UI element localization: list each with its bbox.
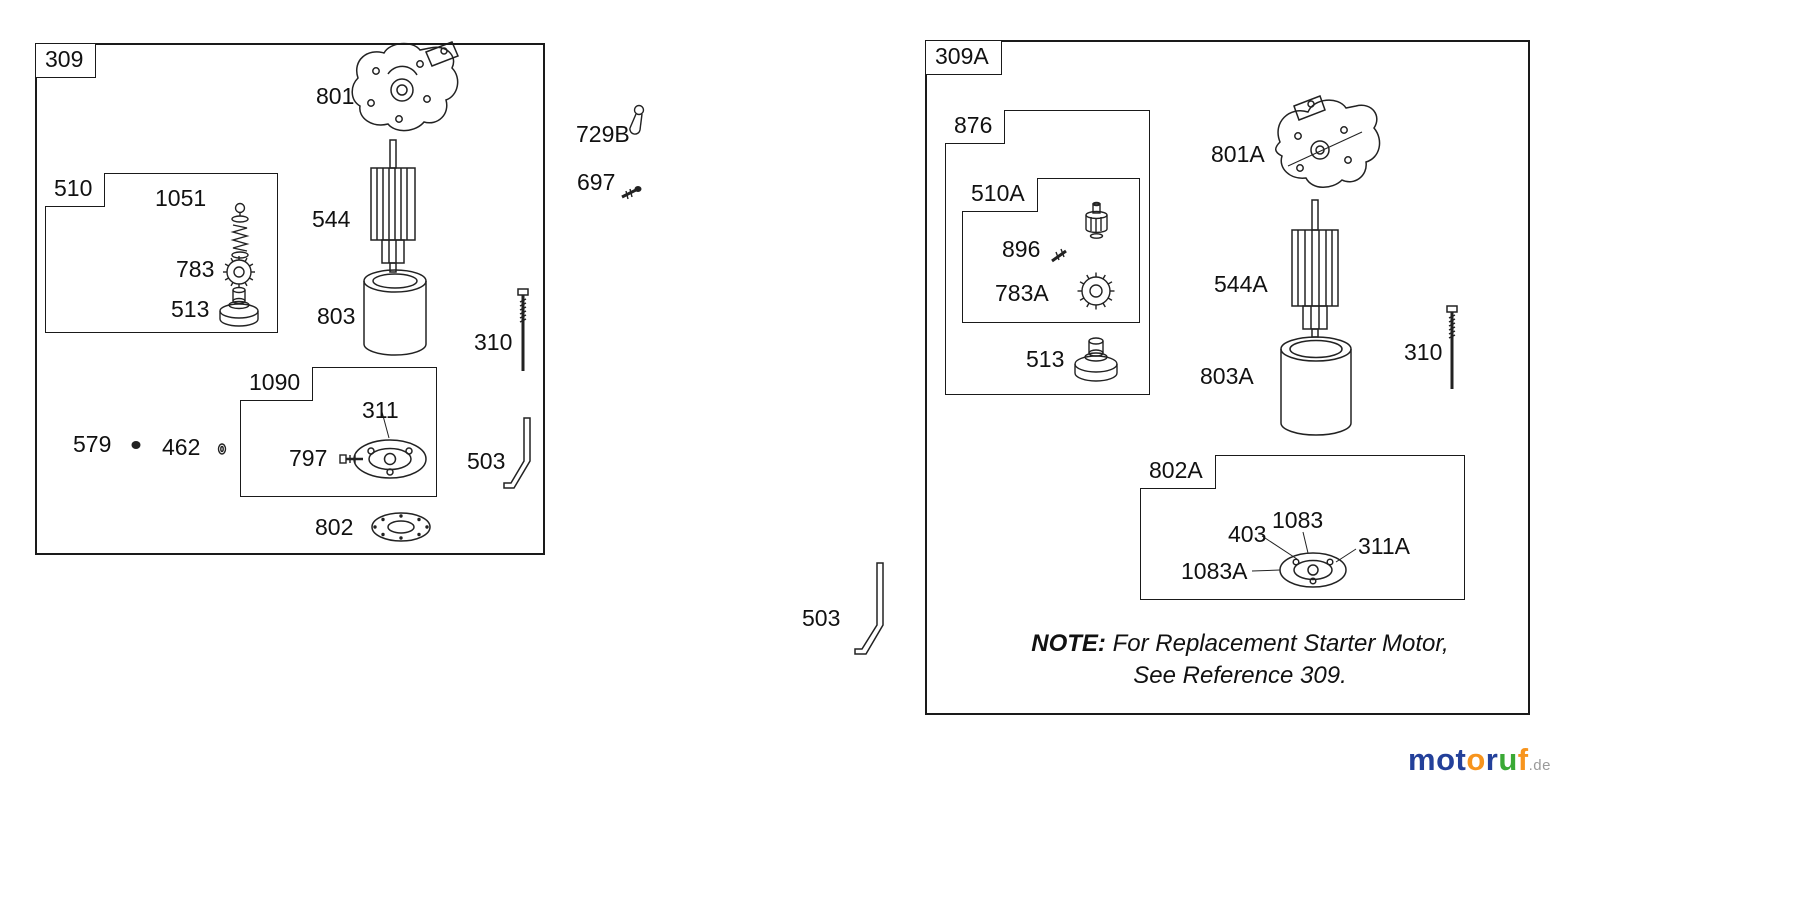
logo-letter: o <box>1466 742 1486 777</box>
part-label-503-left: 503 <box>467 448 506 474</box>
part-label-544A: 544A <box>1214 271 1268 297</box>
part-label-310-left: 310 <box>474 329 513 355</box>
bracket-801A-drawing <box>1275 95 1381 188</box>
logo-letter: u <box>1498 742 1518 777</box>
ref-tab-802A: 802A <box>1140 455 1216 490</box>
screw-797-drawing <box>339 454 363 464</box>
ref-tab-309A: 309A <box>926 41 1002 76</box>
bolt-310-right-drawing <box>1446 305 1458 389</box>
screw-697-drawing <box>621 186 642 200</box>
part-label-803A: 803A <box>1200 363 1254 389</box>
clip-729B-drawing <box>629 104 645 135</box>
ball-579-drawing <box>131 441 141 449</box>
gear-783A-drawing <box>1077 272 1115 310</box>
ref-tab-510: 510 <box>45 173 106 208</box>
part-label-544: 544 <box>312 206 351 232</box>
part-label-801: 801 <box>316 83 355 109</box>
end-plate-802-drawing <box>371 512 431 542</box>
part-label-896: 896 <box>1002 236 1041 262</box>
pinion-876-drawing <box>1085 201 1108 239</box>
ref-tab-309: 309 <box>36 44 97 79</box>
ref-label-1090: 1090 <box>249 369 301 395</box>
part-label-1083A: 1083A <box>1181 558 1248 584</box>
group-box-1090: 1090 <box>240 367 437 497</box>
bracket-503-middle-drawing <box>854 562 884 655</box>
part-label-462: 462 <box>162 434 201 460</box>
note-line1: For Replacement Starter Motor, <box>1112 630 1449 657</box>
note-label: NOTE: <box>1031 630 1106 657</box>
motoruf-logo: motoruf.de <box>1408 742 1551 778</box>
part-label-803: 803 <box>317 303 356 329</box>
assembly-box-309A: 309A <box>925 40 1530 715</box>
gear-783-drawing <box>223 256 255 288</box>
bracket-801-drawing <box>351 41 459 132</box>
armature-544-drawing <box>370 139 416 273</box>
spring-kit-1051-drawing <box>230 202 250 259</box>
part-label-801A: 801A <box>1211 141 1265 167</box>
clutch-513-right-drawing <box>1074 337 1118 382</box>
replacement-note: NOTE: For Replacement Starter Motor, See… <box>1012 628 1468 693</box>
part-label-697: 697 <box>577 169 616 195</box>
assembly-box-309: 309 <box>35 43 545 555</box>
housing-803A-drawing <box>1280 336 1352 436</box>
note-line2: See Reference 309. <box>1133 662 1347 690</box>
part-label-311: 311 <box>362 397 399 423</box>
group-box-510A: 510A <box>962 178 1140 323</box>
logo-letter: t <box>1455 742 1467 777</box>
part-label-783: 783 <box>176 256 215 282</box>
part-label-513-left: 513 <box>171 296 210 322</box>
group-box-510: 510 <box>45 173 278 333</box>
ref-tab-510A: 510A <box>962 178 1038 213</box>
ref-tab-876: 876 <box>945 110 1006 145</box>
bolt-310-left-drawing <box>517 288 529 371</box>
clutch-513-left-drawing <box>219 286 259 327</box>
logo-letter: r <box>1485 742 1499 777</box>
part-label-783A: 783A <box>995 280 1049 306</box>
ref-label-802A: 802A <box>1149 457 1203 483</box>
part-label-311A: 311A <box>1358 533 1411 559</box>
part-label-797: 797 <box>289 445 328 471</box>
housing-803-drawing <box>363 269 427 356</box>
ref-label-309A: 309A <box>935 43 989 69</box>
part-label-503-middle: 503 <box>802 605 841 631</box>
ref-tab-1090: 1090 <box>240 367 314 402</box>
ref-label-510: 510 <box>54 175 93 201</box>
part-label-513-right: 513 <box>1026 346 1065 372</box>
bracket-503-left-drawing <box>503 417 531 489</box>
logo-letter: f <box>1517 742 1529 777</box>
screw-896-drawing <box>1051 248 1067 263</box>
part-label-1083: 1083 <box>1272 507 1324 533</box>
ref-label-876: 876 <box>954 112 993 138</box>
ref-label-309: 309 <box>45 46 84 72</box>
logo-suffix: .de <box>1528 757 1551 774</box>
part-label-403: 403 <box>1228 521 1267 547</box>
logo-letter: o <box>1436 742 1456 777</box>
part-label-729B: 729B <box>576 121 630 147</box>
part-label-1051: 1051 <box>155 185 207 211</box>
end-cap-311A-drawing <box>1251 531 1357 588</box>
logo-letter: m <box>1408 742 1437 777</box>
retainer-462-drawing <box>217 443 227 455</box>
group-box-876: 876 <box>945 110 1150 395</box>
part-label-802: 802 <box>315 514 354 540</box>
part-label-579: 579 <box>73 431 112 457</box>
ref-label-510A: 510A <box>971 180 1025 206</box>
part-label-310-right: 310 <box>1404 339 1443 365</box>
group-box-802A: 802A <box>1140 455 1465 600</box>
